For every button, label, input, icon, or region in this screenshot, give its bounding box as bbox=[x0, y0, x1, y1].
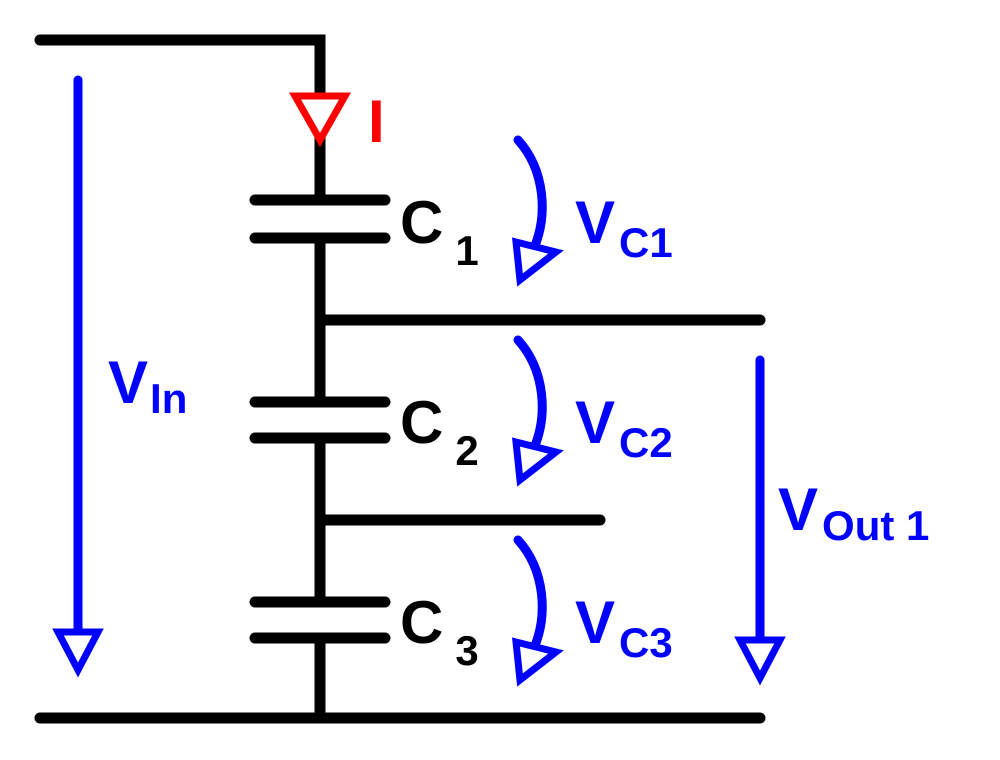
vc2-arrow-shaft bbox=[513, 335, 547, 453]
vc2-label-sub: C2 bbox=[619, 419, 673, 466]
c3-label-main: C bbox=[400, 589, 443, 656]
vc1-label-sub: C1 bbox=[619, 219, 673, 266]
current-label: I bbox=[368, 88, 385, 155]
c3-label-sub: 3 bbox=[455, 627, 478, 674]
vc3-label-sub: C3 bbox=[619, 619, 673, 666]
vout-label-sub: Out 1 bbox=[822, 502, 929, 549]
c1-label-main: C bbox=[400, 189, 443, 256]
current-arrow-head bbox=[288, 92, 352, 148]
capacitor-c2 bbox=[249, 396, 391, 444]
vin-label-main: V bbox=[108, 349, 148, 416]
vout-label: VOut 1 bbox=[778, 476, 929, 549]
c1-label-sub: 1 bbox=[455, 227, 478, 274]
vc2-arrow-head bbox=[511, 437, 564, 487]
vin-arrow bbox=[52, 75, 104, 678]
vin-label: VIn bbox=[108, 349, 187, 422]
c2-label-main: C bbox=[400, 389, 443, 456]
vin-label-sub: In bbox=[150, 375, 187, 422]
vc1-arrow-head bbox=[511, 237, 564, 287]
vc3-arrow-head bbox=[511, 637, 564, 687]
vout-label-main: V bbox=[778, 476, 818, 543]
current-arrow bbox=[288, 92, 352, 148]
vc2-label-main: V bbox=[575, 389, 615, 456]
vc2-label: VC2 bbox=[575, 389, 673, 466]
vc1-arrow-shaft bbox=[513, 135, 547, 253]
vc3-arrow bbox=[511, 535, 564, 687]
vc3-label: VC3 bbox=[575, 589, 673, 666]
capacitor-c1 bbox=[249, 194, 391, 244]
vc1-label-main: V bbox=[575, 189, 615, 256]
vc1-arrow bbox=[511, 135, 564, 287]
vc1-label: VC1 bbox=[575, 189, 673, 266]
capacitor-c3 bbox=[249, 596, 391, 644]
vout-arrow bbox=[734, 355, 786, 686]
vc3-label-main: V bbox=[575, 589, 615, 656]
vin-arrow-head bbox=[52, 628, 104, 678]
vc3-arrow-shaft bbox=[513, 535, 547, 653]
vout-arrow-head bbox=[734, 636, 786, 686]
c2-label-sub: 2 bbox=[455, 427, 478, 474]
vc2-arrow bbox=[511, 335, 564, 487]
